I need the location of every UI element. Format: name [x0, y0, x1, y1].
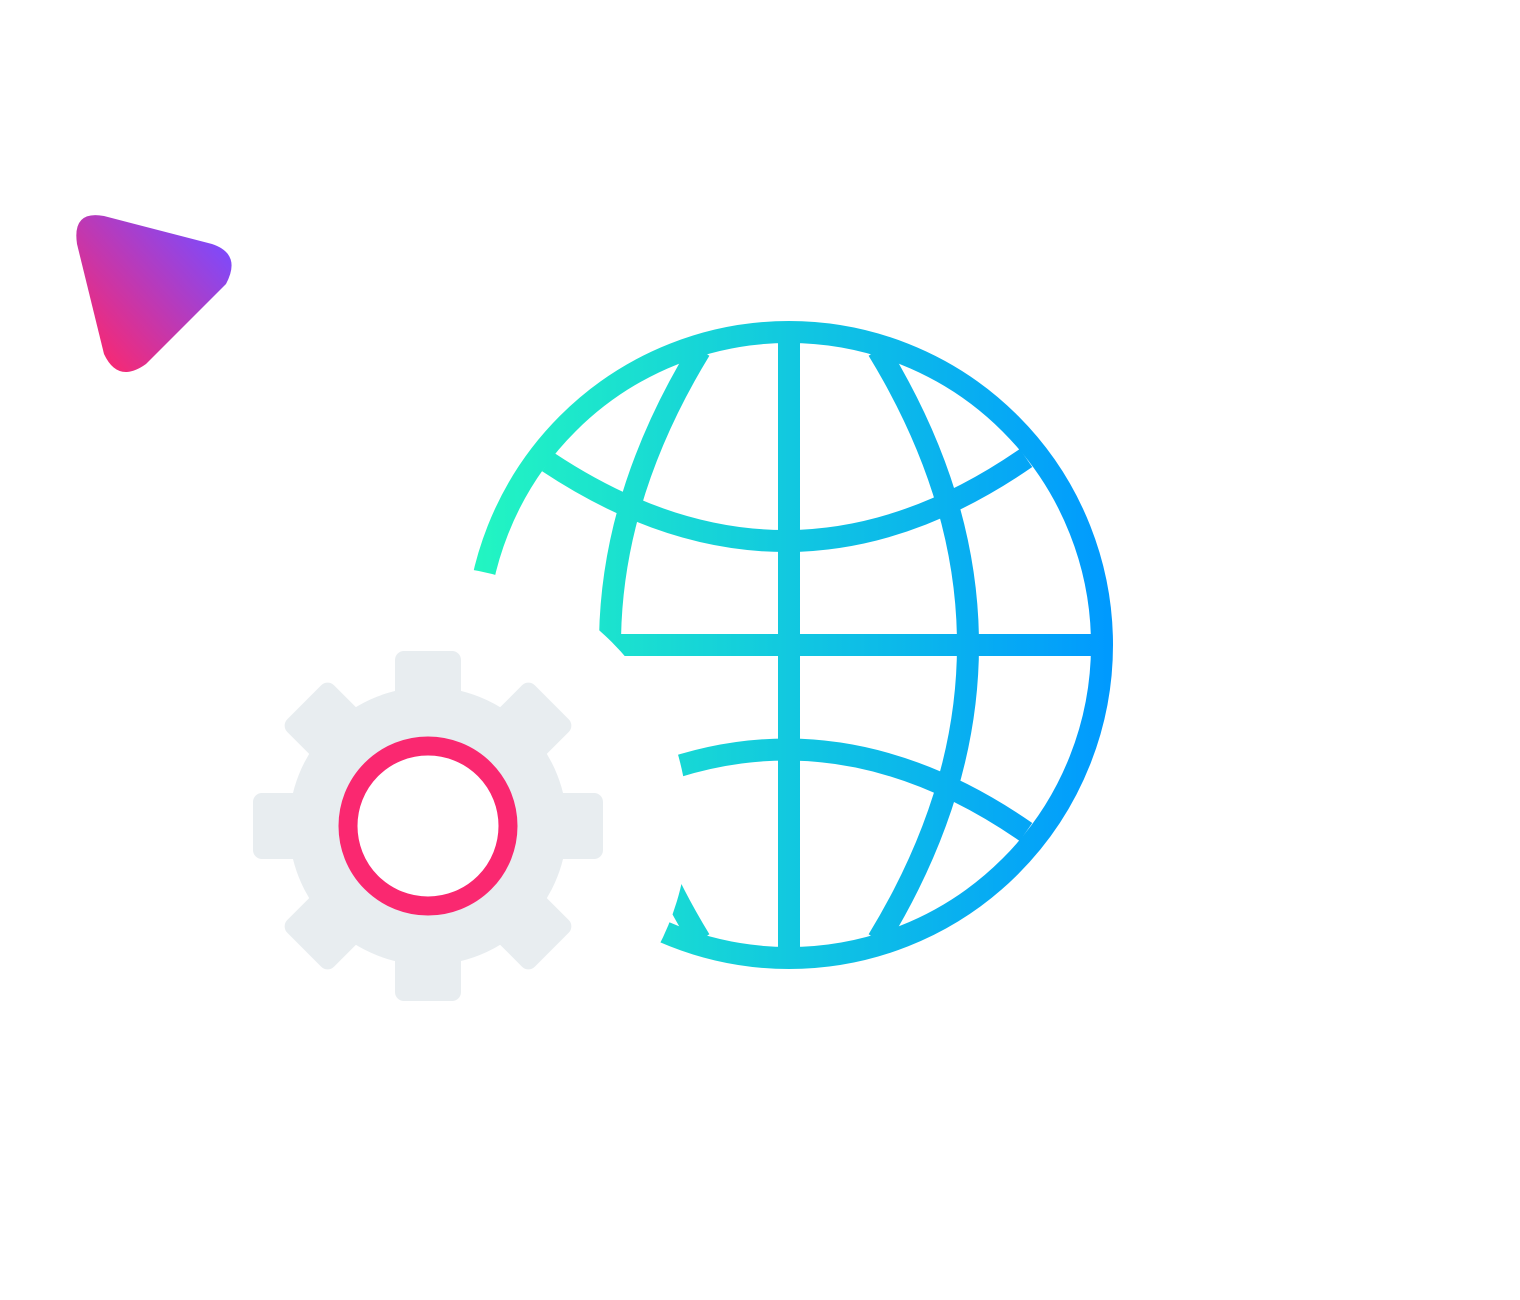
gear-ring	[338, 736, 518, 916]
triangle-play-icon	[76, 215, 232, 372]
gear-hole	[348, 746, 508, 906]
globe-icon	[465, 321, 1113, 969]
gear-icon	[253, 651, 603, 1001]
